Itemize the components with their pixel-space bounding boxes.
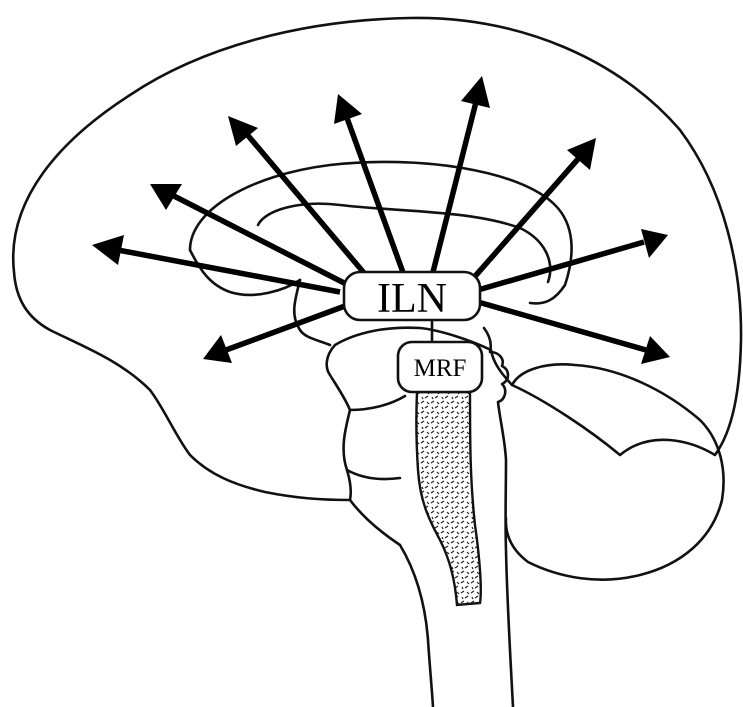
arrow-left-2 [150,184,350,286]
mrf-label-group: MRF [398,342,482,392]
reticular-core [416,392,480,605]
iln-label: ILN [377,276,447,322]
arrow-left-3 [228,116,370,280]
iln-label-group: ILN [344,272,480,322]
mrf-label: MRF [414,355,467,382]
arrow-up-2 [432,76,490,276]
brainstem-right [484,328,513,707]
arrow-left-down [203,306,345,363]
cerebrum-outline [13,18,741,500]
cerebellum-outline [506,364,724,579]
arrow-right-3 [478,302,670,364]
